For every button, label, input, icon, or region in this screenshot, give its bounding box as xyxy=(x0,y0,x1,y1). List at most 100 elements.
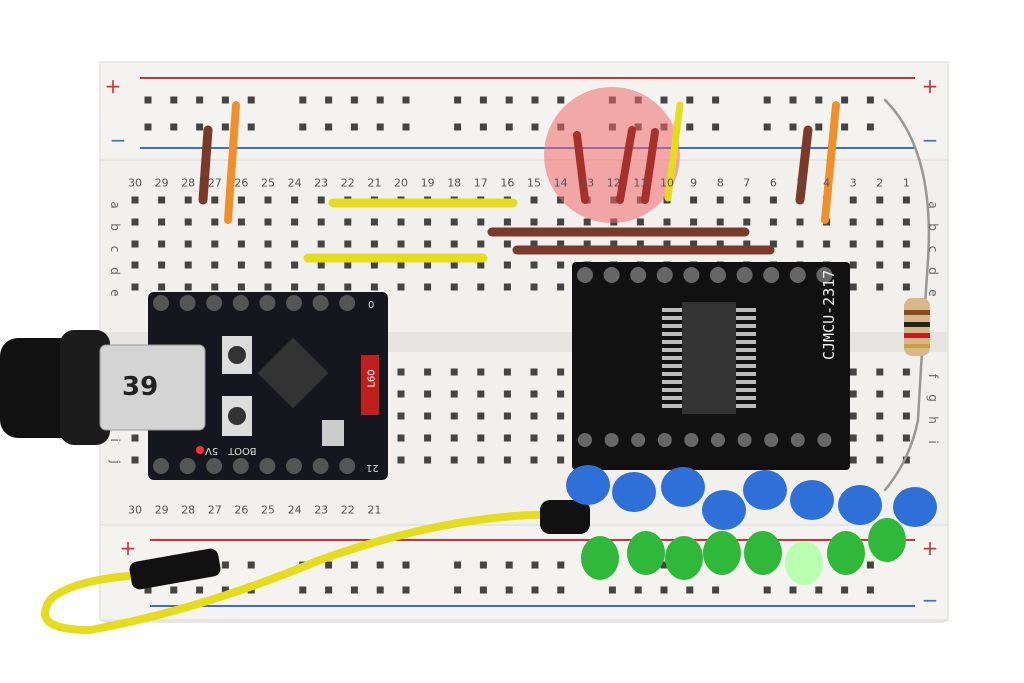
column-number: 19 xyxy=(420,176,435,190)
silk-0: 0 xyxy=(368,298,375,309)
blue-led xyxy=(790,480,834,520)
green-led xyxy=(665,536,703,580)
hole xyxy=(557,412,565,420)
pin xyxy=(286,295,302,311)
green-led xyxy=(827,531,865,575)
hole xyxy=(264,261,272,269)
hole xyxy=(743,218,751,226)
rail-hole xyxy=(479,586,487,594)
rail-hole xyxy=(841,586,849,594)
hole xyxy=(317,240,325,248)
hole xyxy=(424,434,432,442)
row-letter: j xyxy=(108,460,122,464)
hole xyxy=(344,261,352,269)
rail-hole xyxy=(505,561,513,569)
column-number: 26 xyxy=(234,176,249,190)
rail-hole xyxy=(196,96,204,104)
rail-hole xyxy=(350,561,358,569)
column-number: 13 xyxy=(580,176,595,190)
rail-hole xyxy=(505,96,513,104)
pin xyxy=(631,433,646,447)
hole xyxy=(557,196,565,204)
column-number: 2 xyxy=(876,176,884,190)
column-number: 30 xyxy=(128,503,142,517)
column-number: 5 xyxy=(796,176,804,190)
row-letter: g xyxy=(926,394,940,402)
hole xyxy=(450,368,458,376)
hole xyxy=(902,434,910,442)
column-number: 27 xyxy=(207,503,222,517)
blue-led xyxy=(661,467,705,507)
pin xyxy=(312,458,329,474)
rail-hole xyxy=(505,586,513,594)
rail-hole xyxy=(608,586,616,594)
pin xyxy=(683,267,700,283)
hole xyxy=(503,412,511,420)
hole xyxy=(291,240,299,248)
hole xyxy=(876,456,884,464)
hole xyxy=(583,218,591,226)
led-driver-label: CJMCU-2317 xyxy=(820,269,838,360)
row-letter: a xyxy=(108,201,122,209)
hole xyxy=(424,412,432,420)
hole xyxy=(131,456,139,464)
hole xyxy=(397,240,405,248)
hole xyxy=(158,283,166,291)
hole xyxy=(450,434,458,442)
rail-plus-label: + xyxy=(104,74,122,98)
rail-hole xyxy=(144,96,152,104)
green-led xyxy=(627,531,665,575)
column-number: 27 xyxy=(207,176,222,190)
hole xyxy=(317,218,325,226)
hole xyxy=(237,283,245,291)
hole xyxy=(397,218,405,226)
hole xyxy=(131,283,139,291)
rail-hole xyxy=(221,123,229,131)
pin xyxy=(259,458,276,474)
pin xyxy=(153,458,169,474)
mcu-component-label: L60 xyxy=(361,355,379,415)
hole xyxy=(796,218,804,226)
rail-hole xyxy=(221,96,229,104)
rail-hole xyxy=(866,96,874,104)
pin xyxy=(737,433,752,447)
row-letter: h xyxy=(926,416,940,424)
hole xyxy=(902,390,910,398)
hole xyxy=(503,283,511,291)
hole xyxy=(370,261,378,269)
column-number: 6 xyxy=(769,176,777,190)
rail-hole xyxy=(376,561,384,569)
hole xyxy=(317,261,325,269)
blue-led xyxy=(566,465,610,505)
hole xyxy=(743,196,751,204)
hole xyxy=(716,240,724,248)
hole xyxy=(477,261,485,269)
rail-hole xyxy=(712,96,720,104)
hole xyxy=(477,456,485,464)
rail-hole xyxy=(402,96,410,104)
column-number: 4 xyxy=(823,176,831,190)
hole xyxy=(477,240,485,248)
column-number: 21 xyxy=(367,503,382,517)
rail-hole xyxy=(247,96,255,104)
hole xyxy=(264,218,272,226)
pin xyxy=(339,458,356,474)
column-number: 18 xyxy=(447,176,462,190)
pin xyxy=(286,458,302,474)
column-number: 20 xyxy=(394,176,408,190)
hole xyxy=(291,283,299,291)
blue-led xyxy=(612,472,656,512)
hole xyxy=(849,218,857,226)
hole xyxy=(557,434,565,442)
rail-plus-label: + xyxy=(921,74,939,98)
green-led xyxy=(785,541,823,585)
usb-c-connector[interactable] xyxy=(99,344,206,431)
hole xyxy=(450,240,458,248)
hole xyxy=(503,368,511,376)
hole xyxy=(876,412,884,420)
column-number: 14 xyxy=(553,176,568,190)
rail-hole xyxy=(376,123,384,131)
hole xyxy=(557,240,565,248)
green-led xyxy=(744,531,782,575)
